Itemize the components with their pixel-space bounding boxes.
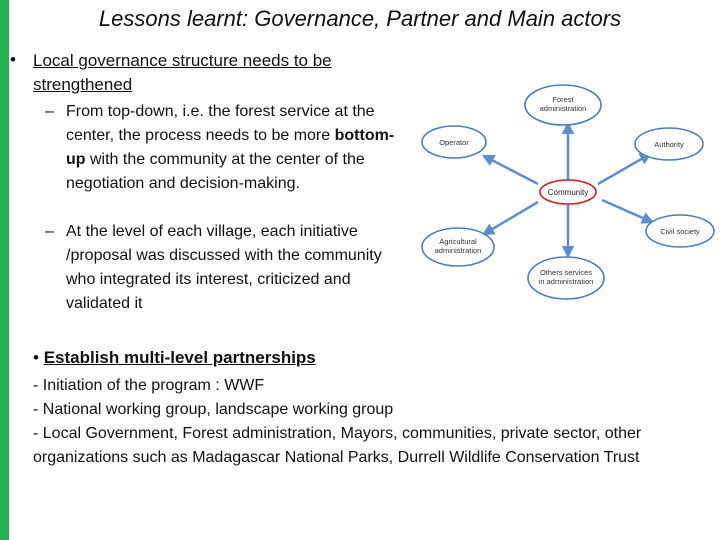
label-others-1: Others services <box>540 268 592 277</box>
label-community: Community <box>548 188 588 197</box>
left-accent-bar <box>0 0 9 540</box>
label-agricultural-1: Agricultural <box>439 237 477 246</box>
point1-sub2: At the level of each village, each initi… <box>66 223 382 312</box>
label-forest-1: Forest <box>552 95 574 104</box>
label-others-2: in administration <box>539 277 594 286</box>
point2-line-1: - Initiation of the program : WWF <box>33 377 265 394</box>
label-civil-society: Civil society <box>660 227 700 236</box>
node-forest <box>524 84 602 126</box>
point2-line-3: - Local Government, Forest administratio… <box>33 425 642 466</box>
node-operator <box>421 125 487 159</box>
label-forest-2: administration <box>540 104 587 113</box>
point1-sub1: From top-down, i.e. the forest service a… <box>66 100 411 196</box>
bullet-marker: • <box>10 50 16 69</box>
node-community <box>539 179 597 205</box>
node-agricultural <box>421 227 495 267</box>
node-others <box>527 256 605 300</box>
dash-marker: – <box>45 223 54 240</box>
diagram-arrows <box>481 121 655 259</box>
label-agricultural-2: administration <box>435 246 482 255</box>
node-authority <box>634 127 704 161</box>
arrow-civil <box>601 198 655 224</box>
dash-marker: – <box>45 103 54 120</box>
label-authority: Authority <box>654 140 684 149</box>
point2-bullet: • <box>33 348 44 367</box>
label-operator: Operator <box>439 138 469 147</box>
point1-heading: Local governance structure needs to be s… <box>33 51 332 94</box>
arrow-authority <box>597 152 653 186</box>
sub1-bold: bottom-up <box>66 127 395 168</box>
slide-title: Lessons learnt: Governance, Partner and … <box>98 6 622 31</box>
node-civil-society <box>645 214 715 248</box>
sub1-part-b: with the community at the center of the … <box>66 151 365 192</box>
arrow-operator <box>481 154 539 186</box>
point2-line-2: - National working group, landscape work… <box>33 401 394 418</box>
point2-heading: Establish multi-level partnerships <box>43 348 316 367</box>
actors-diagram: Community Forest administration Operator… <box>421 84 715 300</box>
sub1-part-a: From top-down, i.e. the forest service a… <box>66 103 375 144</box>
point2-lines: - Initiation of the program : WWF - Nati… <box>33 374 713 470</box>
point2-heading-row: • Establish multi-level partnerships <box>33 348 316 368</box>
arrow-agricultural <box>481 200 539 236</box>
